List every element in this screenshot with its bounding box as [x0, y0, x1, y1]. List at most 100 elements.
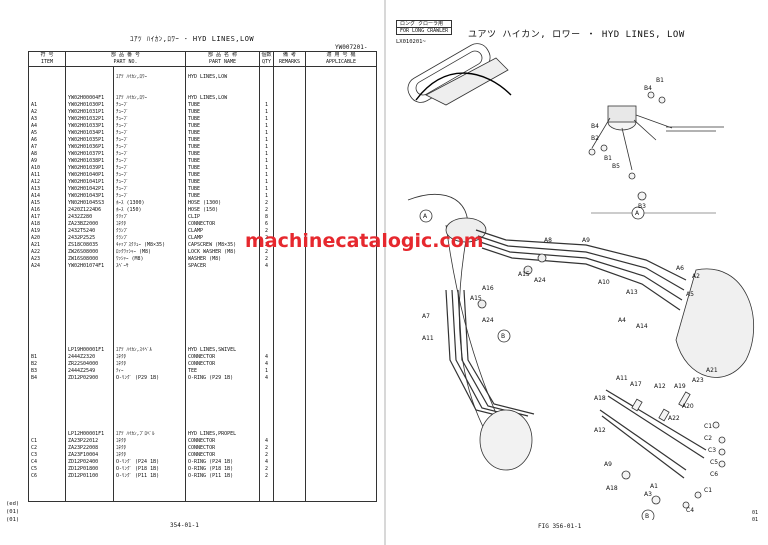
callout-label: B4	[591, 123, 599, 130]
exploded-diagram: A B A	[407, 43, 754, 520]
cell-qty: 2	[259, 200, 274, 207]
cell-remarks	[273, 256, 306, 263]
cell-part-name	[185, 277, 260, 284]
cell-name-jp	[113, 298, 186, 305]
cell-part-name: TUBE	[185, 109, 260, 116]
table-row	[28, 270, 377, 277]
cell-qty	[259, 66, 274, 74]
cell-remarks	[273, 137, 306, 144]
cell-part-name: O-RING (P18 1B)	[185, 466, 260, 473]
cell-part-no: YN02H01045S3	[65, 200, 114, 207]
cell-qty: 1	[259, 368, 274, 375]
cell-qty: 1	[259, 123, 274, 130]
cell-qty	[259, 305, 274, 312]
cell-part-no: ZD12P02400	[65, 459, 114, 466]
cell-applicable	[305, 396, 377, 403]
cell-part-no	[65, 66, 114, 74]
cell-item: A12	[28, 179, 66, 186]
cell-remarks	[273, 81, 306, 88]
cell-remarks	[273, 375, 306, 382]
cell-part-name	[185, 333, 260, 340]
applicable-ref: YW007201-	[335, 44, 368, 51]
watermark: machinecatalogic.com	[245, 230, 484, 252]
cell-part-no: YW02H01031P1	[65, 109, 114, 116]
callout-label: A6	[676, 265, 684, 272]
cell-applicable	[305, 326, 377, 333]
callout-label: A19	[674, 383, 686, 390]
cell-qty: 1	[259, 193, 274, 200]
callout-label: C6	[710, 471, 718, 478]
cell-name-jp	[113, 494, 186, 502]
cell-remarks	[273, 193, 306, 200]
cell-qty	[259, 382, 274, 389]
callout-label: A22	[668, 415, 680, 422]
cell-applicable	[305, 487, 377, 494]
cell-part-no: YW02H01030P1	[65, 102, 114, 109]
cell-remarks	[273, 396, 306, 403]
cell-item: C5	[28, 466, 66, 473]
cell-applicable	[305, 158, 377, 165]
cell-part-name: HYD LINES,LOW	[185, 74, 260, 81]
cell-part-no	[65, 382, 114, 389]
cell-remarks	[273, 130, 306, 137]
table-row	[28, 326, 377, 333]
cell-part-no: 2444Z2320	[65, 354, 114, 361]
cell-item: C3	[28, 452, 66, 459]
cell-part-name: CONNECTOR	[185, 361, 260, 368]
propel-detail	[599, 389, 726, 509]
cell-name-jp	[113, 403, 186, 410]
cell-item	[28, 319, 66, 326]
cell-applicable	[305, 305, 377, 312]
cell-item	[28, 66, 66, 74]
callout-label: B4	[644, 85, 652, 92]
cell-item	[28, 74, 66, 81]
cell-item: A22	[28, 249, 66, 256]
cell-name-jp	[113, 396, 186, 403]
cell-applicable	[305, 200, 377, 207]
cell-applicable	[305, 431, 377, 438]
cell-qty: 2	[259, 256, 274, 263]
cell-item	[28, 396, 66, 403]
cell-item: A10	[28, 165, 66, 172]
cell-remarks	[273, 151, 306, 158]
cell-part-name	[185, 403, 260, 410]
cell-qty	[259, 417, 274, 424]
cell-part-no: YW02H01036P1	[65, 144, 114, 151]
cell-name-jp: O-ﾘﾝｸﾞ (P18 1B)	[113, 466, 186, 473]
cell-part-no: ZD12P01100	[65, 473, 114, 480]
cell-applicable	[305, 214, 377, 221]
callout-label: A23	[692, 377, 704, 384]
callout-label: A16	[482, 285, 494, 292]
cell-remarks	[273, 333, 306, 340]
cell-name-jp	[113, 333, 186, 340]
cell-applicable	[305, 137, 377, 144]
cell-applicable	[305, 270, 377, 277]
cell-name-jp: ﾛｯｸﾜｯｼｬｰ (M8)	[113, 249, 186, 256]
cell-qty: 1	[259, 172, 274, 179]
callout-label: A9	[604, 461, 612, 468]
cell-remarks	[273, 263, 306, 270]
cell-qty	[259, 88, 274, 95]
diagram-title: ユアツ ハイカン, ロワー ・ HYD LINES, LOW	[468, 30, 685, 40]
cell-qty: 1	[259, 151, 274, 158]
table-row	[28, 81, 377, 88]
cell-applicable	[305, 186, 377, 193]
cell-applicable	[305, 389, 377, 396]
cell-remarks	[273, 291, 306, 298]
cell-applicable	[305, 95, 377, 102]
cell-part-no: YW02H01034P1	[65, 130, 114, 137]
cell-item: A3	[28, 116, 66, 123]
cell-qty: 4	[259, 459, 274, 466]
cell-name-jp: ﾜｯｼｬｰ (M8)	[113, 256, 186, 263]
